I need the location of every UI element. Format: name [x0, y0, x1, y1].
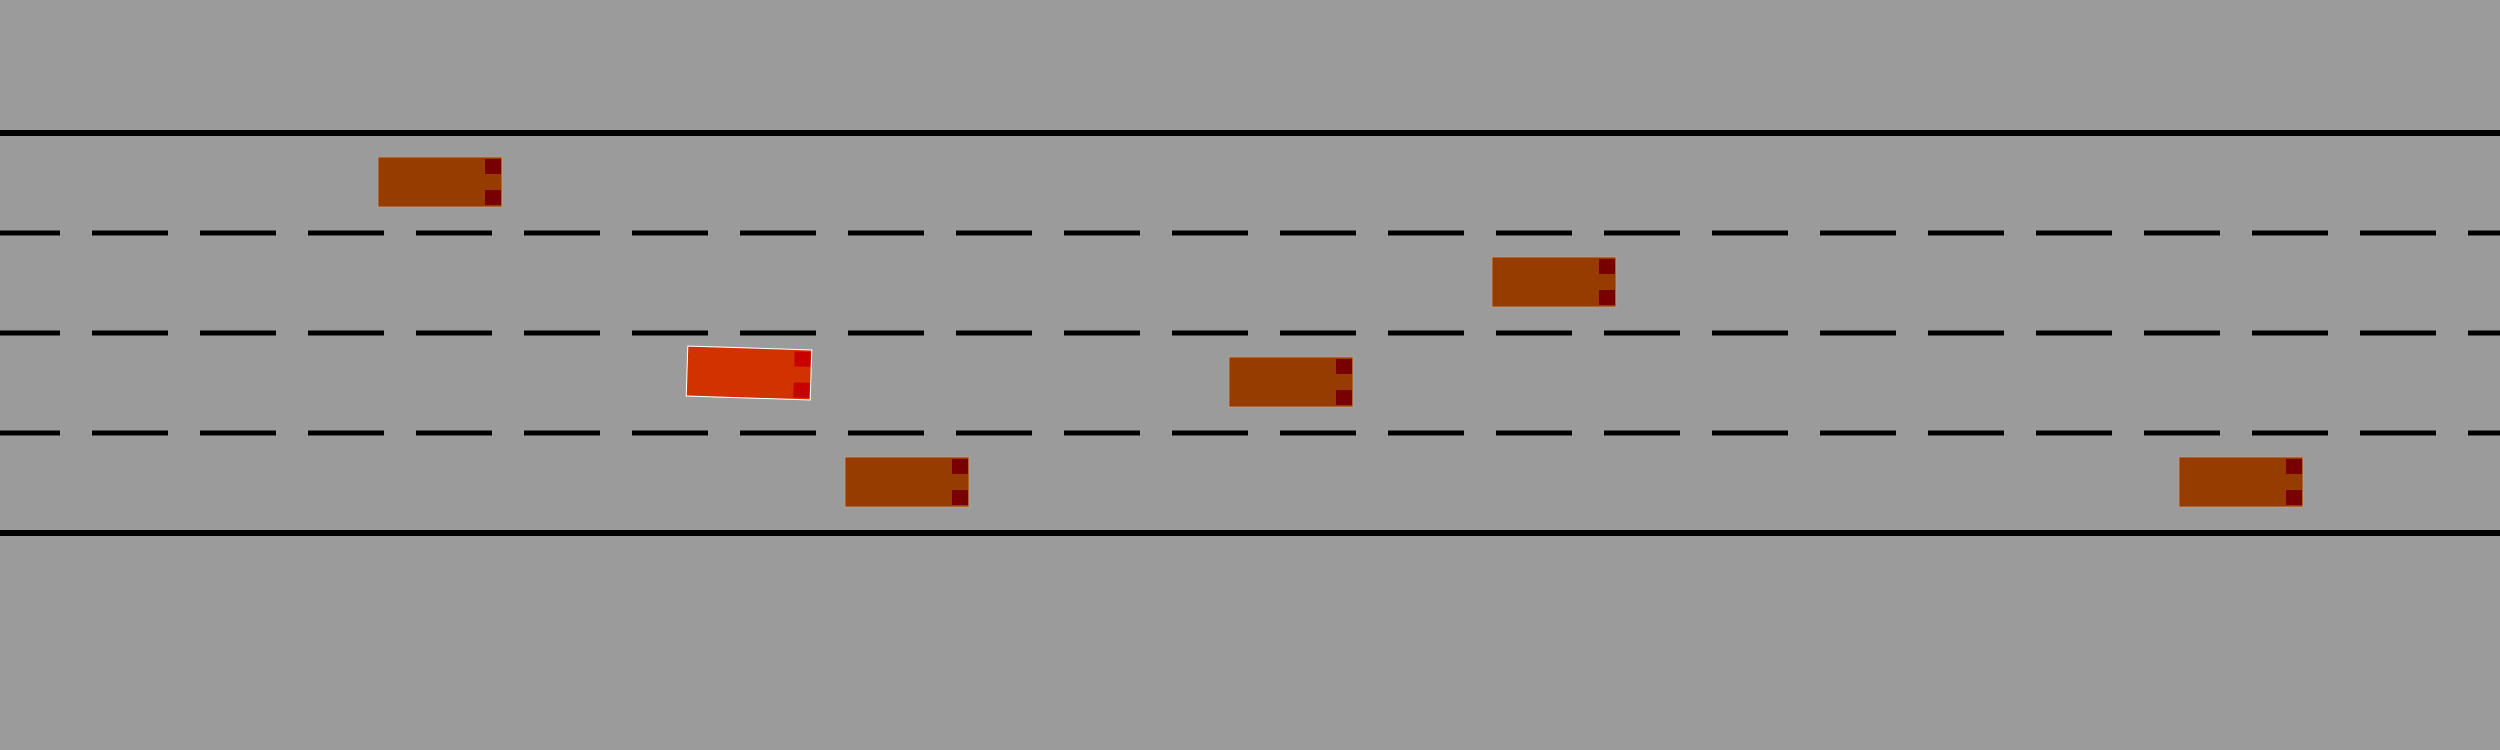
headlight-right [2286, 490, 2302, 505]
vehicles-layer [377, 156, 2304, 508]
vehicle-body [1491, 256, 1617, 308]
vehicle-3 [1228, 356, 1354, 408]
ego-vehicle [685, 345, 813, 401]
vehicle-2 [1491, 256, 1617, 308]
vehicle-1 [377, 156, 503, 208]
headlight-left [1599, 259, 1615, 274]
headlight-right [952, 490, 968, 505]
headlight-left [952, 459, 968, 474]
headlight-left [1336, 359, 1352, 374]
headlight-left [2286, 459, 2302, 474]
vehicle-5 [2178, 456, 2304, 508]
vehicle-body [377, 156, 503, 208]
headlight-right [485, 190, 501, 205]
vehicle-4 [844, 456, 970, 508]
vehicle-body [1228, 356, 1354, 408]
headlight-left [485, 159, 501, 174]
vehicle-body [685, 345, 813, 401]
headlight-left [794, 351, 811, 367]
headlight-right [793, 382, 810, 398]
lane-lines [0, 130, 2500, 536]
headlight-right [1599, 290, 1615, 305]
vehicle-body [844, 456, 970, 508]
headlight-right [1336, 390, 1352, 405]
vehicle-body [2178, 456, 2304, 508]
